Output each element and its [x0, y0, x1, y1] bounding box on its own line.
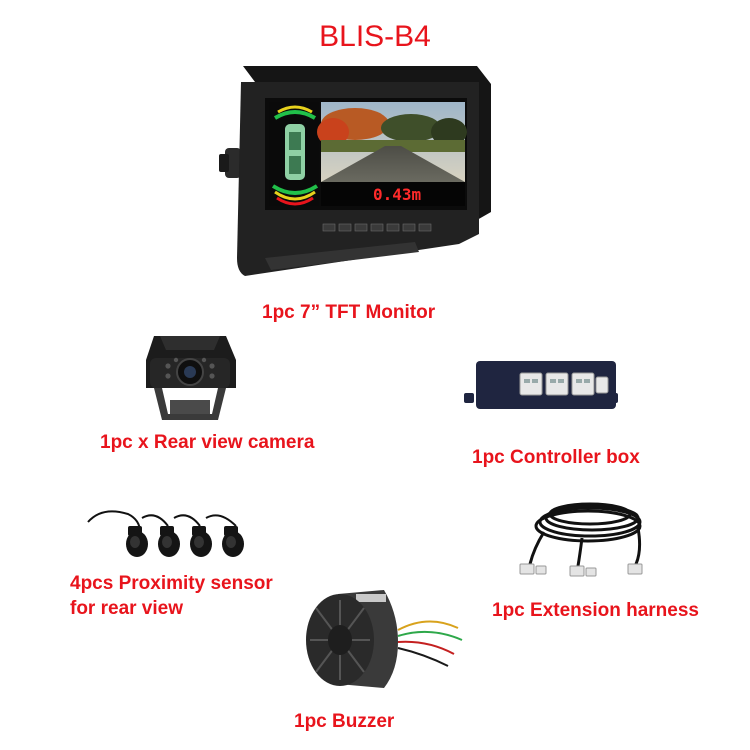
rear-view-camera-image	[146, 336, 236, 420]
buzzer-image	[306, 590, 463, 688]
tft-monitor-image: 0.43m	[219, 66, 491, 276]
product-title: BLIS-B4	[319, 20, 431, 53]
harness-label: 1pc Extension harness	[492, 600, 699, 621]
monitor-buttons	[322, 223, 432, 232]
buzzer-label: 1pc Buzzer	[294, 711, 395, 732]
sensors-label-line1: 4pcs Proximity sensor	[70, 573, 273, 594]
controller-box-image	[464, 361, 618, 409]
sensors-label-line2: for rear view	[70, 598, 183, 619]
proximity-sensors-image	[87, 510, 244, 557]
extension-harness-image	[519, 502, 643, 577]
monitor-label: 1pc 7” TFT Monitor	[262, 302, 436, 323]
parking-distance-diagram	[271, 105, 319, 206]
controller-label: 1pc Controller box	[472, 447, 640, 468]
distance-readout: 0.43m	[373, 185, 422, 204]
camera-label: 1pc x Rear view camera	[100, 432, 315, 453]
